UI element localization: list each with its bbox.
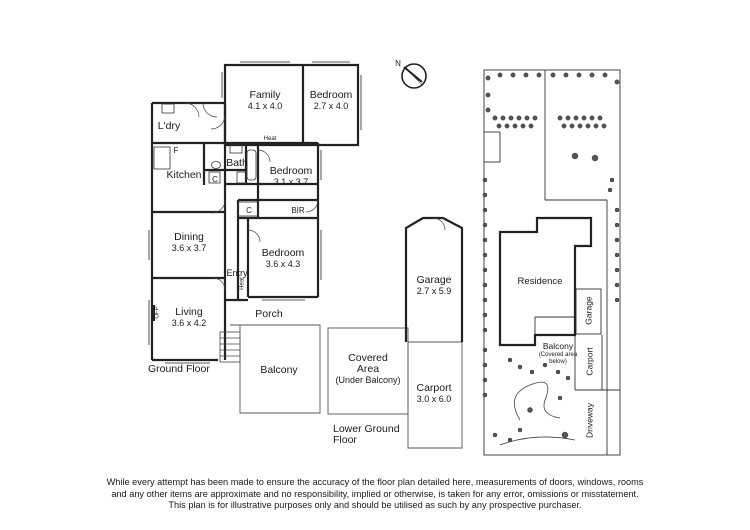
level-lower-line-2: Floor <box>333 434 357 446</box>
compass-label: N <box>395 59 401 68</box>
site-residence: Residence <box>517 276 563 287</box>
stairs <box>219 331 241 363</box>
room-name: Bedroom <box>269 165 313 177</box>
site-path <box>513 381 561 421</box>
site-balcony-note-1: (Covered area <box>538 352 578 358</box>
porch-balcony-outline <box>230 324 321 414</box>
room-dims: 3.1 x 3.7 <box>273 177 309 187</box>
room-bedroom-1: Bedroom 2.7 x 4.0 <box>306 90 356 112</box>
fixture-heat-1: Heat <box>263 136 277 142</box>
site-balcony: Balcony (Covered area below) <box>538 341 578 366</box>
covered-line-2: Area <box>356 363 380 375</box>
ground-floor-windows <box>148 61 362 364</box>
disclaimer-line-2: and any other items are approximate and … <box>111 488 639 499</box>
room-carport: Carport 3.0 x 6.0 <box>410 383 458 405</box>
room-dims: 3.6 x 4.3 <box>265 259 301 269</box>
site-plan <box>483 69 621 456</box>
room-dims: 4.1 x 4.0 <box>247 101 283 111</box>
room-entry: Entry <box>224 268 250 279</box>
bath-fixtures <box>153 103 259 217</box>
room-name: Balcony <box>260 364 298 376</box>
room-dims: 2.7 x 4.0 <box>313 101 349 111</box>
room-name: Bedroom <box>309 89 353 101</box>
site-garage: Garage <box>583 296 594 325</box>
garage-door-swing <box>432 217 446 231</box>
disclaimer: While every attempt has been made to ens… <box>0 477 750 512</box>
fixture-cupboard-1: C <box>212 175 218 184</box>
room-bath: Bath <box>224 158 250 169</box>
room-name: Entry <box>226 268 248 278</box>
room-name: Family <box>249 89 281 101</box>
fireplace <box>151 305 155 321</box>
room-garage: Garage 2.7 x 5.9 <box>410 275 458 297</box>
fixture-ofp: OFP <box>154 306 161 319</box>
room-dims: 3.6 x 3.7 <box>171 243 207 253</box>
room-family: Family 4.1 x 4.0 <box>244 90 286 112</box>
room-dims: 3.6 x 4.2 <box>171 318 207 328</box>
room-name: Porch <box>255 308 283 320</box>
site-balcony-label: Balcony <box>542 341 574 351</box>
residence-footprint <box>498 216 593 347</box>
room-laundry: L'dry <box>153 121 185 132</box>
disclaimer-line-3: This plan is for illustrative purposes o… <box>168 500 582 510</box>
room-name: Kitchen <box>166 169 202 181</box>
door-swings <box>184 102 319 291</box>
lower-ground-floor <box>327 327 463 449</box>
site-driveway: Driveway <box>584 403 595 438</box>
site-shrubs <box>482 72 620 443</box>
room-balcony: Balcony <box>254 365 304 376</box>
disclaimer-line-1: While every attempt has been made to ens… <box>106 477 644 487</box>
fixture-fridge: F <box>173 146 179 155</box>
room-kitchen: Kitchen <box>164 170 204 181</box>
covered-line-3: (Under Balcony) <box>335 375 401 385</box>
site-balcony-note-2: below) <box>549 359 567 365</box>
room-bedroom-2: Bedroom 3.1 x 3.7 <box>266 166 316 188</box>
level-lower-line-1: Lower Ground <box>333 423 400 435</box>
room-name: Carport <box>416 382 452 394</box>
fixture-heat-2: Heat <box>239 277 246 290</box>
compass-rose <box>401 63 427 89</box>
level-ground-floor: Ground Floor <box>148 363 210 375</box>
room-name: L'dry <box>157 120 181 132</box>
room-bedroom-3: Bedroom 3.6 x 4.3 <box>257 248 309 270</box>
room-dining: Dining 3.6 x 3.7 <box>163 232 215 254</box>
room-name: Living <box>175 306 203 318</box>
room-name: Bath <box>226 157 248 169</box>
room-covered-area: Covered Area (Under Balcony) <box>334 353 402 386</box>
room-dims: 2.7 x 5.9 <box>416 286 452 296</box>
fixture-cupboard-2: C <box>246 206 252 215</box>
room-name: Bedroom <box>261 247 305 259</box>
ground-floor-walls <box>150 63 360 362</box>
room-name: Garage <box>416 274 452 286</box>
room-porch: Porch <box>252 309 286 320</box>
level-lower-ground: Lower Ground Floor <box>333 424 400 446</box>
room-dims: 3.0 x 6.0 <box>416 394 452 404</box>
fixture-bir: BIR <box>291 206 305 215</box>
room-living: Living 3.6 x 4.2 <box>163 307 215 329</box>
site-path-2 <box>499 436 576 446</box>
room-name: Dining <box>174 231 204 243</box>
site-carport: Carport <box>584 347 595 376</box>
covered-line-1: Covered <box>348 352 388 364</box>
